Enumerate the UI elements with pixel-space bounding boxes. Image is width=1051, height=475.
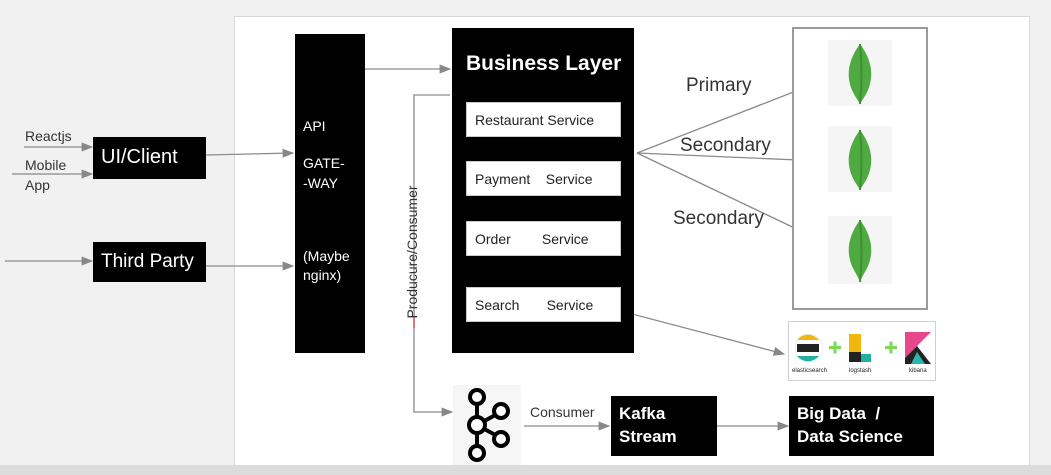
secondary-label-2: Secondary [673, 208, 764, 229]
elk-logos-icon [794, 332, 931, 364]
api-label-line5: nginx) [303, 267, 342, 283]
payment-service[interactable]: Payment Service [466, 161, 621, 196]
horizontal-scrollbar[interactable] [0, 465, 1051, 475]
order-service[interactable]: Order Service [466, 221, 621, 256]
api-gateway-box[interactable]: API GATE- -WAY (Maybe nginx) [295, 34, 365, 353]
arrow-ui-to-api [205, 148, 295, 158]
big-data-label-line1: Big Data / [797, 404, 881, 423]
kibana-label: kibana [909, 368, 927, 374]
kafka-logo-icon [453, 385, 521, 465]
elasticsearch-label: elasticsearch [792, 368, 828, 374]
mongodb-leaf-icon [828, 216, 892, 284]
kafka-stream-label-line1: Kafka [619, 404, 666, 423]
consumer-label: Consumer [530, 404, 595, 420]
elk-stack-box: elasticsearch logstash kibana [788, 321, 936, 381]
arrow-secondary-1 [636, 152, 823, 166]
mongodb-leaf-icon [828, 40, 892, 106]
big-data-label-line2: Data Science [797, 427, 903, 446]
reactjs-label: Reactjs [25, 128, 72, 144]
producer-consumer-label: Producure/Consumer [404, 185, 420, 319]
arrow-primary [636, 83, 816, 154]
api-label-line2: GATE- [303, 155, 345, 171]
mobile-label-line2: App [25, 177, 50, 193]
kafka-stream-box[interactable]: Kafka Stream [611, 396, 717, 456]
search-service[interactable]: Search Service [466, 287, 621, 322]
third-party-label: Third Party [101, 251, 194, 272]
restaurant-service[interactable]: Restaurant Service [466, 102, 621, 137]
mobile-label-line1: Mobile [25, 157, 67, 173]
arrow-producer-consumer [413, 94, 454, 417]
ui-client-box[interactable]: UI/Client [93, 137, 206, 179]
ui-client-label: UI/Client [101, 146, 178, 168]
big-data-box[interactable]: Big Data / Data Science [789, 396, 934, 456]
api-label-line4: (Maybe [303, 248, 350, 264]
api-label-line1: API [303, 118, 326, 134]
primary-label: Primary [686, 75, 752, 96]
secondary-label-1: Secondary [680, 135, 771, 156]
third-party-box[interactable]: Third Party [93, 242, 206, 282]
kafka-stream-label-line2: Stream [619, 427, 677, 446]
business-layer-title: Business Layer [466, 52, 622, 75]
logstash-label: logstash [849, 368, 872, 374]
mongodb-leaf-icon [828, 126, 892, 192]
api-label-line3: -WAY [303, 175, 338, 191]
